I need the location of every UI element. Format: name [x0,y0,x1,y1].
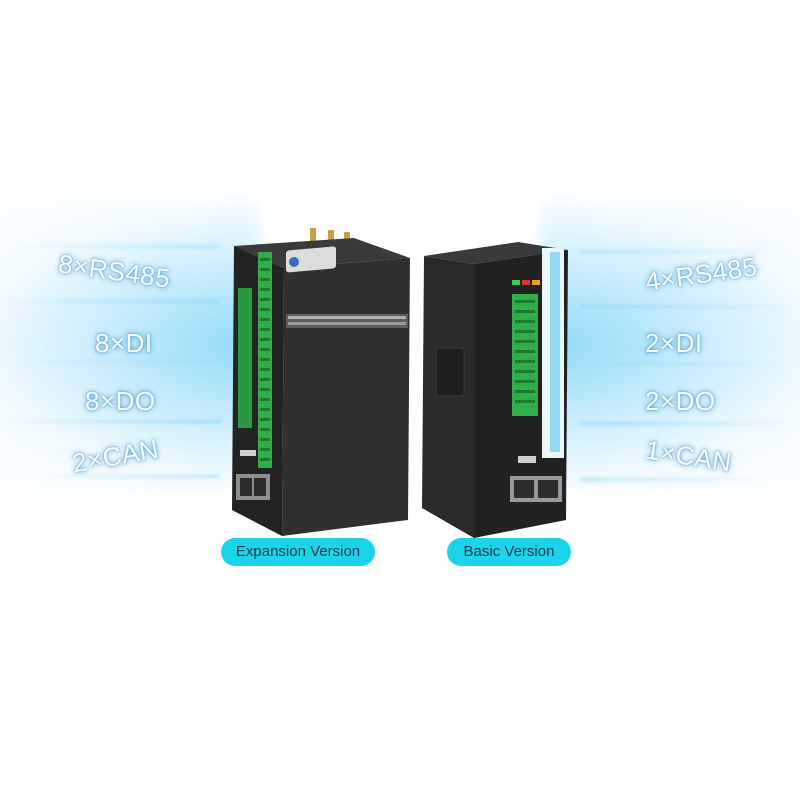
spec-right-di: 2×DI [645,328,703,358]
ethernet-port-icon [510,476,562,502]
spec-right-rs485: 4×RS485 [643,251,760,297]
ethernet-port-icon [236,474,270,500]
spec-left-rs485: 8×RS485 [56,248,173,294]
status-led-icon [512,280,540,285]
terminal-block-icon [512,294,538,416]
spec-right-can: 1×CAN [643,434,734,478]
basic-device-image [422,242,568,538]
spec-left-di: 8×DI [95,328,153,358]
terminal-block-icon [238,252,272,468]
spec-left-do: 8×DO [85,386,156,416]
expansion-version-label: Expansion Version [221,538,375,566]
antenna-icon [310,228,350,244]
expansion-device-image [232,228,410,536]
spec-left-can: 2×CAN [69,433,161,479]
basic-version-label: Basic Version [447,538,571,566]
spec-right-do: 2×DO [645,386,716,416]
usb-port-icon [240,450,256,456]
usb-port-icon [518,456,536,463]
